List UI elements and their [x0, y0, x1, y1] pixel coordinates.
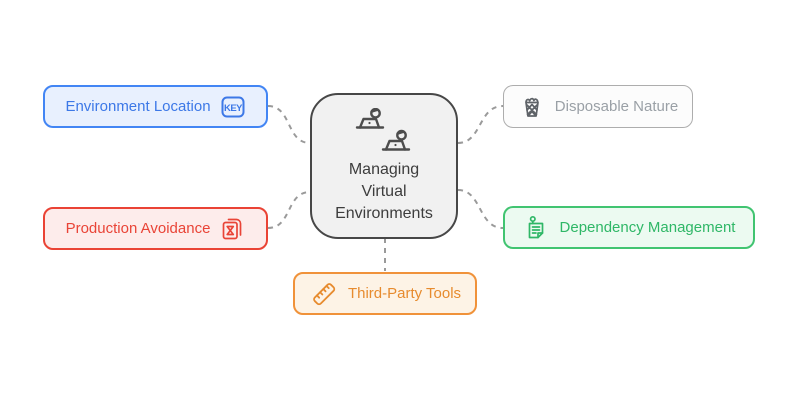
- node-label: Environment Location: [65, 98, 211, 115]
- connector-dependency-management: [457, 189, 504, 229]
- node-disposable-nature: Disposable Nature: [503, 85, 693, 128]
- node-label: Third-Party Tools: [347, 285, 462, 302]
- key-icon-text: KEY: [224, 103, 243, 114]
- connector-disposable-nature: [457, 105, 504, 144]
- node-third-party-tools: Third-Party Tools: [293, 272, 477, 315]
- pinned-note-icon: [528, 215, 543, 238]
- node-dependency-management: Dependency Management: [503, 206, 755, 249]
- node-label: Production Avoidance: [65, 220, 211, 237]
- node-label: Dependency Management: [559, 219, 736, 236]
- central-node-title: Managing Virtual Environments: [335, 159, 433, 225]
- node-label: Disposable Nature: [554, 98, 679, 115]
- node-production-avoidance: Production Avoidance: [43, 207, 268, 250]
- central-title-line-3: Environments: [335, 205, 433, 222]
- pattern-pages-icon: [223, 218, 242, 239]
- node-environment-location: Environment Location KEY: [43, 85, 268, 128]
- people-working-icon: [355, 108, 411, 151]
- central-title-line-2: Virtual: [361, 183, 407, 200]
- central-title-line-1: Managing: [348, 161, 420, 178]
- connector-production-avoidance: [267, 191, 311, 229]
- key-icon: KEY: [221, 96, 245, 117]
- trash-icon: [524, 97, 539, 117]
- ruler-icon: [313, 282, 336, 305]
- connector-environment-location: [267, 105, 311, 144]
- central-node: Managing Virtual Environments: [310, 93, 458, 239]
